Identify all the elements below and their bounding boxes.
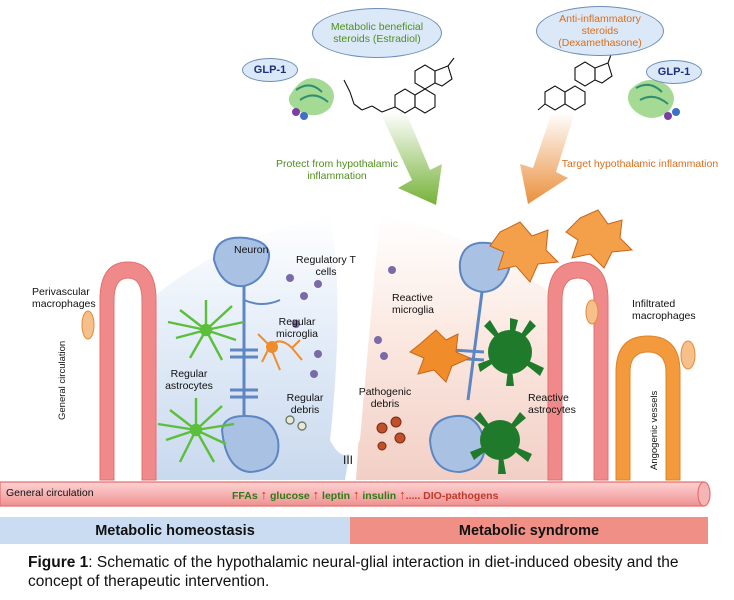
- glp1-label-left: GLP-1: [253, 64, 287, 76]
- figure-caption-text: : Schematic of the hypothalamic neural-g…: [28, 554, 679, 591]
- glp1-oval-right: GLP-1: [646, 60, 702, 84]
- reactive-microglia: [409, 329, 472, 383]
- up-arrow-icon: ↑: [352, 487, 360, 502]
- syndrome-bar-bg: [350, 517, 708, 544]
- regular-debris-label: Regular debris: [286, 392, 324, 417]
- homeostasis-bar-bg: [0, 517, 350, 544]
- regulatory-t-cells: [286, 266, 396, 378]
- metabolic-steroids-oval: Metabolic beneficial steroids (Estradiol…: [312, 8, 442, 58]
- left-vessel: [99, 261, 157, 481]
- regular-microglia-label: Regular microglia: [275, 316, 318, 341]
- protect-caption: Protect from hypothalamic inflammation: [276, 158, 398, 183]
- pathogenic-debris-label: Pathogenic debris: [358, 386, 412, 411]
- dio-pathogens: DIO-pathogens: [423, 490, 499, 502]
- circulation-factors: FFAs ↑ glucose ↑ leptin ↑ insulin ↑.....…: [232, 487, 498, 502]
- third-ventricle-cavity: [330, 215, 380, 455]
- regular-astrocyte-1: [167, 300, 245, 361]
- up-arrow-icon: ↑: [399, 487, 406, 502]
- regular-astrocyte-2: [157, 398, 235, 463]
- figure-number: Figure 1: [28, 554, 89, 571]
- metabolic-steroids-label: Metabolic beneficial steroids (Estradiol…: [330, 20, 424, 45]
- right-vessel: [547, 261, 609, 481]
- metabolic-homeostasis-bar: Metabolic homeostasis: [95, 522, 255, 539]
- regular-debris: [285, 415, 307, 431]
- anti-inflammatory-steroids-oval: Anti-inflammatory steroids (Dexamethason…: [536, 6, 664, 56]
- neuron-right: [428, 241, 512, 474]
- factor-glucose: glucose: [270, 490, 310, 502]
- flow-dots: .....: [405, 490, 421, 502]
- neuron-label: Neuron: [234, 244, 269, 256]
- anti-inflammatory-steroids-label: Anti-inflammatory steroids (Dexamethason…: [558, 12, 642, 50]
- reactive-astrocytes-label: Reactive astrocytes: [528, 392, 576, 417]
- up-arrow-icon: ↑: [312, 487, 320, 502]
- reactive-microglia-label: Reactive microglia: [392, 292, 435, 317]
- protect-arrow: [380, 112, 442, 205]
- infiltrated-macrophage-1: [585, 299, 599, 325]
- regular-astrocytes-label: Regular astrocytes: [165, 368, 213, 393]
- regular-microglia: [257, 333, 303, 371]
- general-circulation-label: General circulation: [6, 487, 94, 499]
- reactive-astrocyte-1: [478, 318, 544, 386]
- pathogenic-debris: [376, 416, 406, 451]
- neuron-left: [212, 236, 281, 474]
- factor-ffas: FFAs: [232, 490, 258, 502]
- third-ventricle-label: III: [343, 453, 354, 467]
- up-arrow-icon: ↑: [260, 487, 268, 502]
- factor-insulin: insulin: [362, 490, 397, 502]
- target-arrow: [520, 112, 575, 204]
- figure-caption: Figure 1: Schematic of the hypothalamic …: [28, 553, 718, 592]
- general-circulation-tube-end: [697, 481, 711, 507]
- estradiol-molecule: [343, 57, 455, 114]
- glp1-oval-left: GLP-1: [242, 58, 298, 82]
- target-caption: Target hypothalamic inflammation: [561, 158, 719, 170]
- infiltrating-microglia-top: [489, 209, 634, 283]
- angiogenic-vessels-label: Angogenic vessels: [649, 390, 660, 470]
- regulatory-t-cells-label: Regulatory T cells: [296, 254, 356, 279]
- metabolic-syndrome-bar: Metabolic syndrome: [458, 522, 600, 539]
- glp1-label-right: GLP-1: [657, 66, 691, 78]
- left-tissue-region: [150, 215, 352, 480]
- glp1-protein-left: [288, 78, 334, 120]
- infiltrated-macrophage-2: [680, 340, 696, 370]
- reactive-astrocyte-2: [470, 412, 532, 474]
- perivascular-macrophage: [81, 310, 95, 340]
- perivascular-macrophages-label: Perivascular macrophages: [32, 286, 96, 311]
- infiltrated-macrophages-label: Infiltrated macrophages: [632, 298, 696, 323]
- factor-leptin: leptin: [322, 490, 351, 502]
- glp1-protein-right: [628, 79, 680, 120]
- right-tissue-region: [356, 215, 560, 480]
- general-circulation-vertical-label: General circulation: [57, 340, 68, 420]
- angiogenic-vessel: [615, 335, 681, 481]
